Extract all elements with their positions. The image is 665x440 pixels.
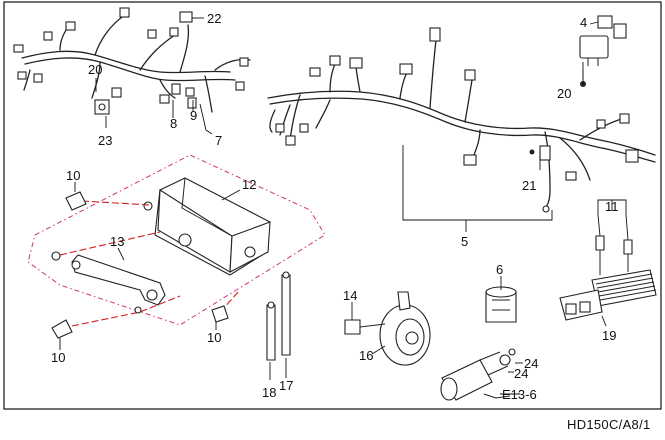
callout-labels: 22 4 20 20 23 8 9 7 12 10 13 10 10 21 5 …	[51, 11, 619, 402]
callout-8: 8	[170, 116, 177, 131]
horn-16	[344, 291, 431, 366]
callout-18: 18	[262, 385, 276, 400]
callout-23: 23	[98, 133, 112, 148]
part-e13-sensor	[440, 348, 516, 401]
rods-17-18	[266, 271, 291, 361]
callout-9: 9	[190, 108, 197, 123]
part-19-regulator	[559, 235, 657, 321]
callout-17: 17	[279, 378, 293, 393]
callout-16: 16	[359, 348, 373, 363]
callout-22: 22	[207, 11, 221, 26]
callout-10-bottom-left: 10	[51, 350, 65, 365]
callout-6: 6	[496, 262, 503, 277]
drawing-code-footer: HD150C/A8/1	[567, 417, 651, 432]
callout-20-right: 20	[557, 86, 571, 101]
part-4-relay	[579, 15, 627, 87]
callout-13: 13	[110, 234, 124, 249]
part-6-relay	[485, 286, 517, 323]
callout-10-top: 10	[66, 168, 80, 183]
battery-tray-assembly	[27, 154, 326, 339]
callout-e13-6: E13-6	[502, 387, 537, 402]
callout-24-upper: 24	[524, 356, 538, 371]
callout-10-bottom-center: 10	[207, 330, 221, 345]
sub-harness	[13, 7, 251, 115]
assembly-outline	[27, 154, 326, 326]
callout-21: 21	[522, 178, 536, 193]
callout-12: 12	[242, 177, 256, 192]
callout-19: 19	[602, 328, 616, 343]
callout-7: 7	[215, 133, 222, 148]
callout-20-left: 20	[88, 62, 102, 77]
main-wiring-harness	[267, 27, 656, 213]
callout-5: 5	[461, 234, 468, 249]
callout-14: 14	[343, 288, 357, 303]
callout-24-lower: 24	[514, 366, 528, 381]
callout-11: 11	[605, 199, 619, 214]
callout-4: 4	[580, 15, 587, 30]
drawing-frame	[3, 1, 662, 410]
leader-lines	[59, 17, 629, 395]
